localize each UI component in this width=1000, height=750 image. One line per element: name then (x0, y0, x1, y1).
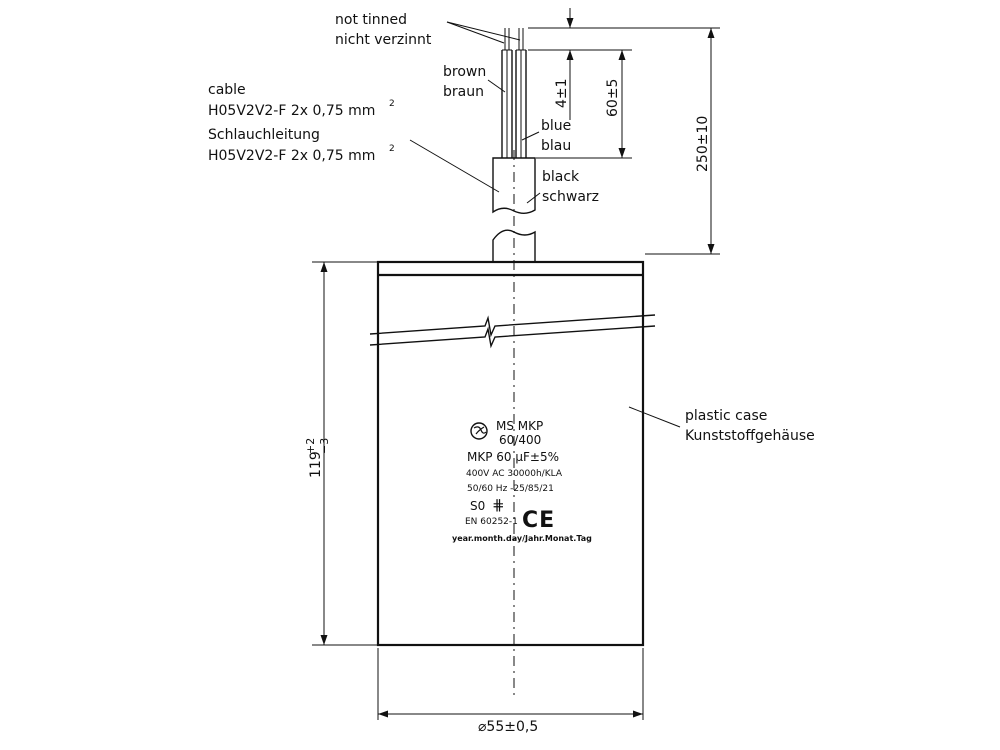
dim-height-tol-plus: +2 (304, 438, 317, 454)
dim-strip-length: 4±1 (554, 78, 570, 108)
marking-line-6: S0 (470, 499, 485, 513)
manufacturer-logo-icon (470, 422, 488, 440)
product-marking: MS MKP 60/400 MKP 60 µF±5% 400V AC 30000… (452, 419, 592, 543)
label-cable-spec-2: H05V2V2-F 2x 0,75 mm (208, 148, 375, 164)
label-schlauchleitung: Schlauchleitung (208, 127, 320, 143)
dim-diameter: ⌀55±0,5 (478, 719, 538, 735)
marking-hash-icon: ⋕ (492, 496, 505, 514)
label-black: black (542, 169, 580, 185)
label-blue: blue (541, 118, 571, 134)
marking-line-4: 400V AC 30000h/KLA (466, 469, 563, 479)
label-schwarz: schwarz (542, 189, 599, 205)
marking-line-1: MS MKP (496, 419, 543, 433)
dim-height: 119 +2 −3 (304, 438, 331, 478)
dim-height-tol-minus: −3 (318, 438, 331, 454)
label-braun: braun (443, 84, 484, 100)
dim-height-base: 119 (308, 451, 324, 478)
label-cable-spec-1: H05V2V2-F 2x 0,75 mm (208, 103, 375, 119)
label-not-tinned: not tinned (335, 12, 407, 28)
label-superscript-2: 2 (389, 144, 395, 154)
label-nicht-verzinnt: nicht verzinnt (335, 32, 432, 48)
dimension-height (312, 261, 378, 646)
marking-line-3: MKP 60 µF±5% (467, 450, 559, 464)
marking-line-2: 60/400 (499, 433, 541, 447)
wires (501, 28, 527, 158)
dim-wire-length: 60±5 (605, 79, 621, 117)
cable-sheath (492, 157, 536, 263)
dim-cable-length: 250±10 (695, 116, 711, 172)
label-cable: cable (208, 82, 246, 98)
leader-lines (409, 21, 681, 428)
label-superscript-1: 2 (389, 99, 395, 109)
label-brown: brown (443, 64, 486, 80)
label-plastic-case: plastic case (685, 408, 767, 424)
label-kunststoffgehaeuse: Kunststoffgehäuse (685, 428, 815, 444)
marking-line-7: EN 60252-1 (465, 517, 518, 527)
dimension-diameter (377, 648, 644, 720)
label-blau: blau (541, 138, 571, 154)
capacitor-body (369, 260, 656, 647)
marking-line-5: 50/60 Hz -25/85/21 (467, 484, 554, 494)
marking-line-8: year.month.day/Jahr.Monat.Tag (452, 534, 592, 543)
ce-mark: CE (522, 508, 555, 533)
dimension-lines-top (528, 8, 720, 255)
